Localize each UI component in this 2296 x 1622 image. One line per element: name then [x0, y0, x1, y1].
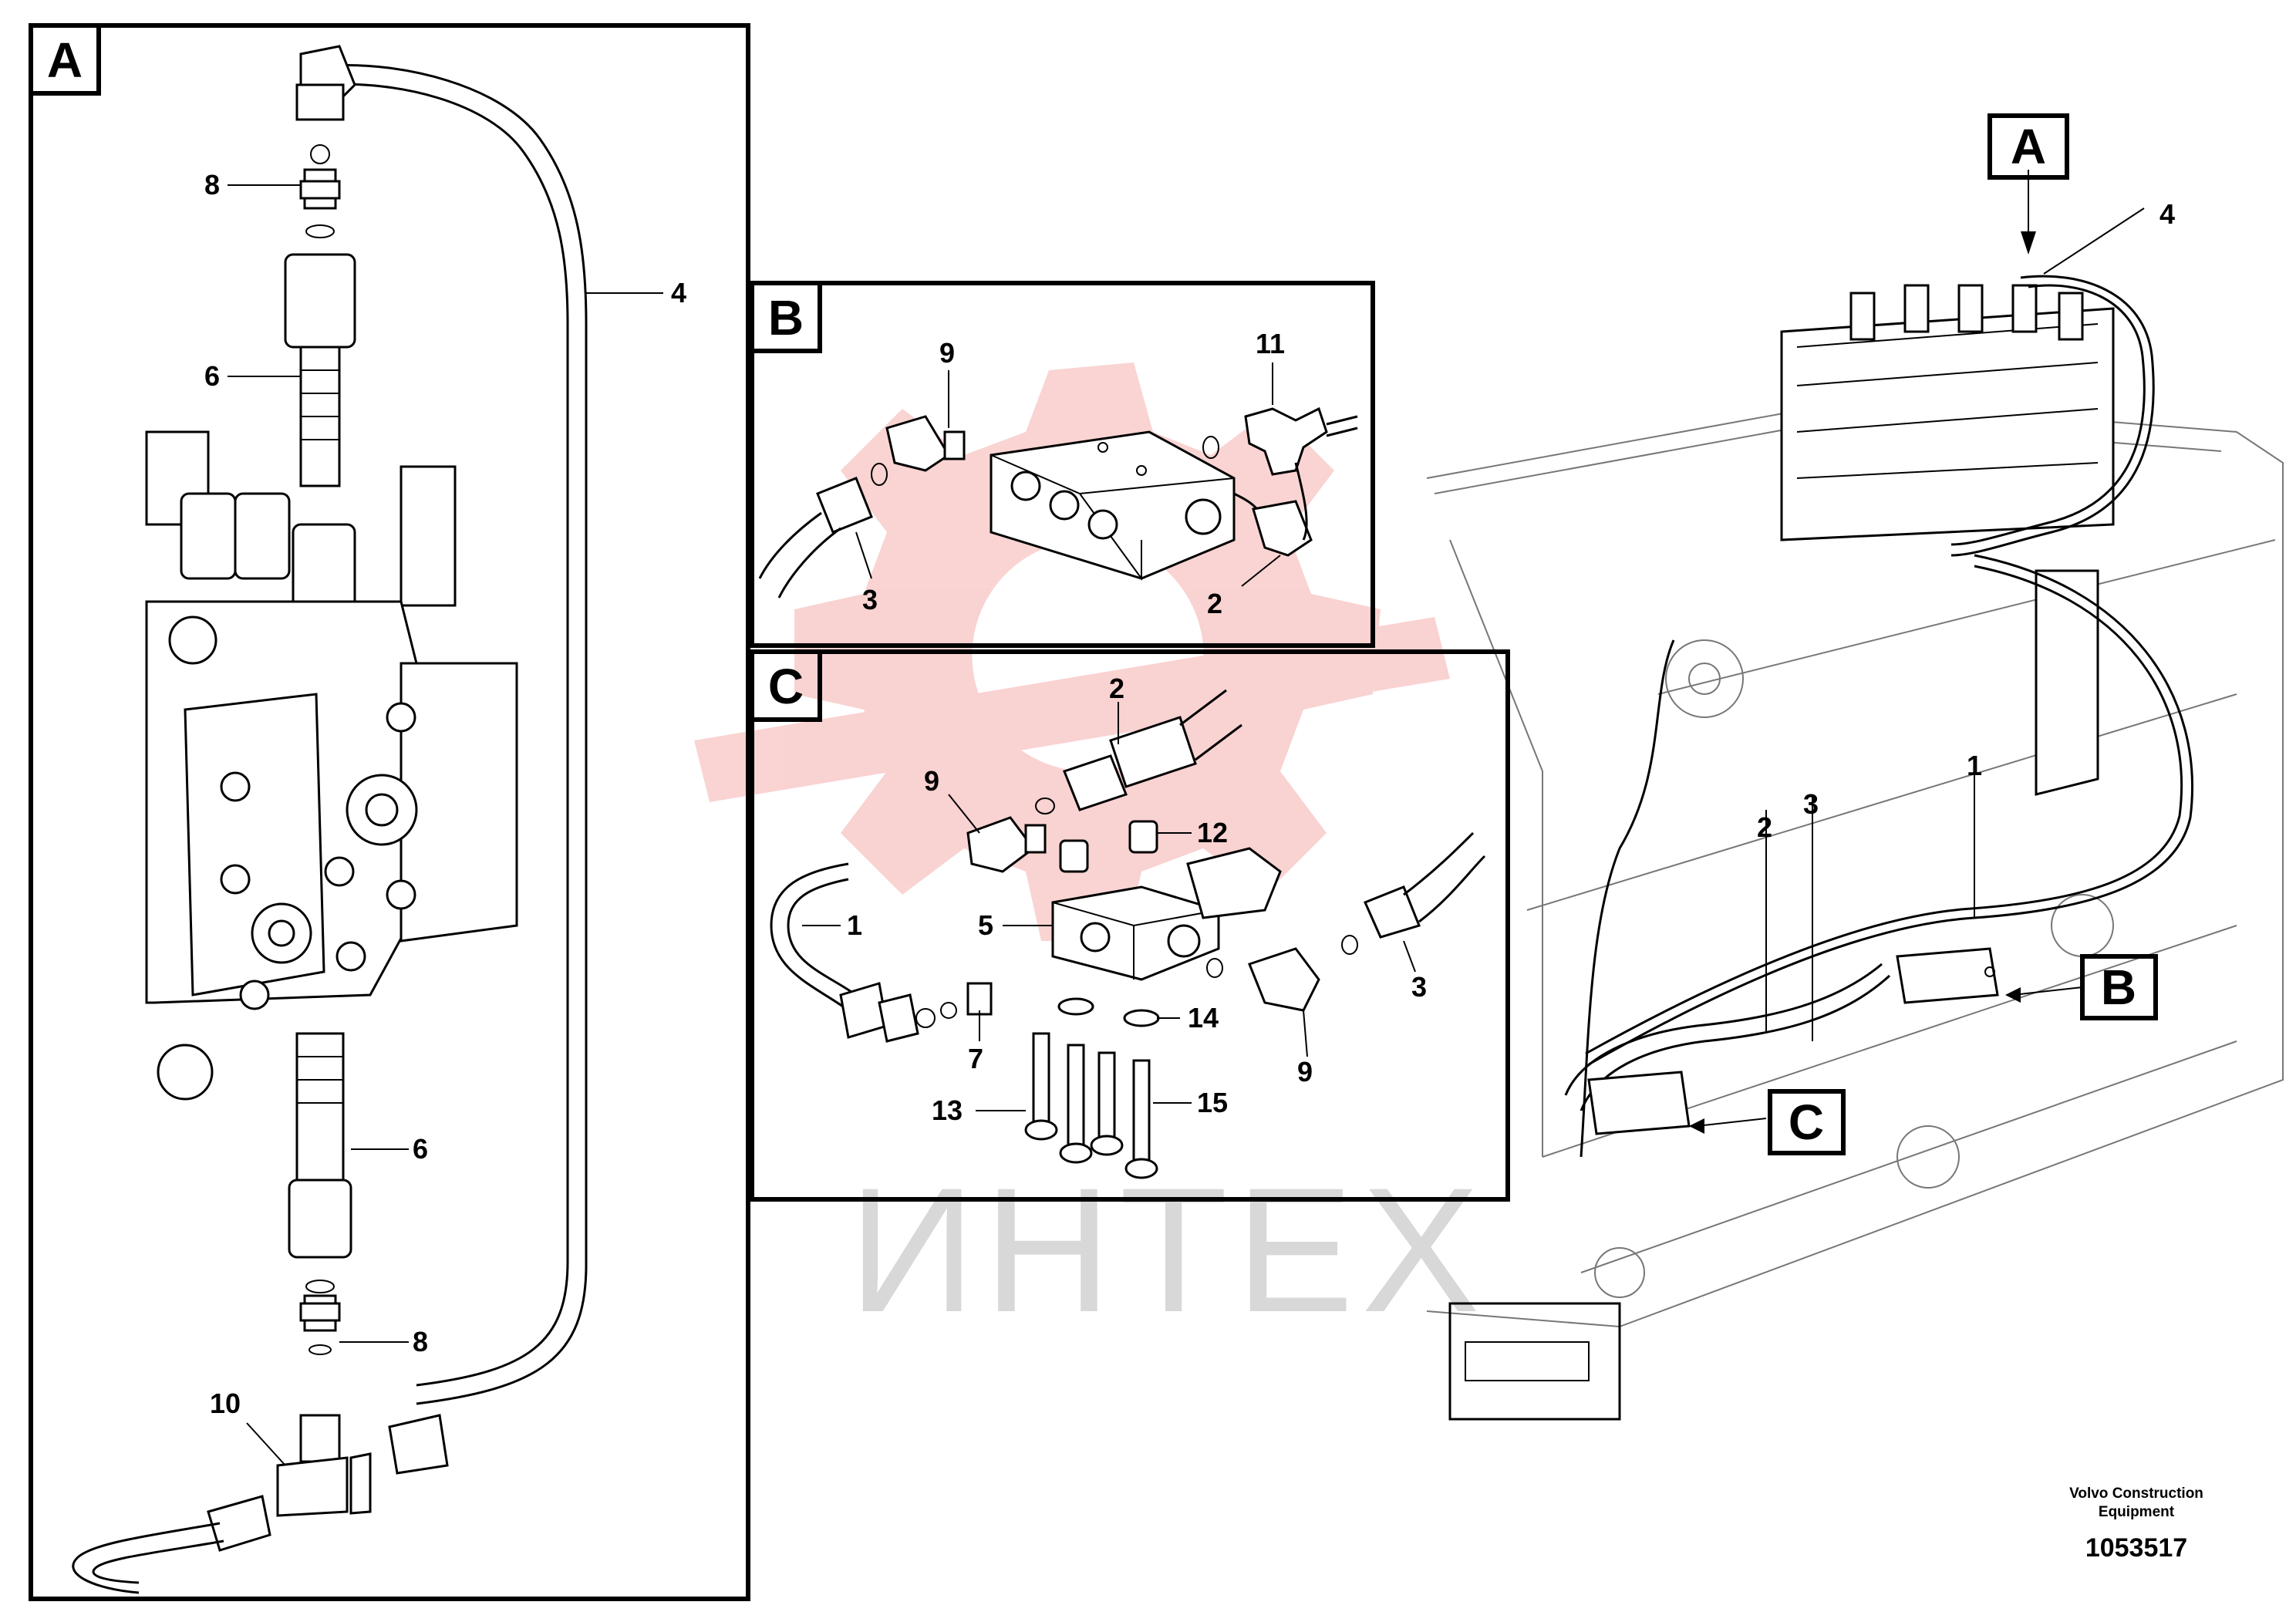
- brand-line-1: Volvo Construction: [2069, 1485, 2203, 1502]
- svg-text:B: B: [768, 290, 804, 346]
- panel-c-callout-5: 5: [978, 909, 993, 941]
- overview-drawing: [1426, 275, 2284, 1421]
- brand-line-2: Equipment: [2099, 1504, 2175, 1520]
- panel-c: C: [750, 649, 1510, 1202]
- overview-hose-1: [1588, 554, 2194, 1066]
- panel-b-manifold-block: [990, 430, 1236, 582]
- panel-c-callout-12: 12: [1197, 817, 1228, 848]
- svg-text:C: C: [768, 659, 804, 714]
- panel-b-callout-2: 2: [1207, 588, 1222, 619]
- panel-c-callout-13: 13: [932, 1094, 963, 1126]
- svg-text:C: C: [1789, 1094, 1824, 1150]
- overview-callout-4: 4: [2159, 198, 2175, 230]
- panel-c-callout-14: 14: [1188, 1002, 1219, 1034]
- watermark-swoosh: [694, 617, 1450, 802]
- panel-c-callout-15: 15: [1197, 1087, 1228, 1118]
- panel-c-callout-7: 7: [968, 1043, 983, 1074]
- panel-c-callout-3: 3: [1411, 971, 1427, 1003]
- panel-c-callout-1: 1: [847, 909, 862, 941]
- overview-hose-4: [1950, 275, 2155, 557]
- panel-b-callout-3: 3: [862, 584, 878, 615]
- panel-a-callout-10: 10: [210, 1388, 241, 1419]
- panel-a-callout-8-top: 8: [204, 169, 220, 201]
- panel-a-callout-8-bottom: 8: [413, 1326, 428, 1357]
- control-valve-block: [1780, 284, 2115, 541]
- panel-b: B 9 11: [750, 281, 1375, 648]
- panel-c-manifold-block: [1051, 885, 1220, 981]
- panel-b-callout-9: 9: [939, 337, 955, 369]
- panel-a-callout-4: 4: [671, 277, 686, 309]
- panel-a-callout-6-bottom: 6: [413, 1133, 428, 1165]
- document-number: 1053517: [2085, 1533, 2187, 1563]
- panel-b-callout-11: 11: [1256, 328, 1285, 359]
- overview-block-c: [1587, 1071, 1691, 1135]
- overview-tag-a: A: [1988, 113, 2069, 180]
- overview-hose-2: [1564, 963, 1883, 1096]
- svg-text:A: A: [2011, 119, 2046, 174]
- overview-block-b: [1896, 947, 1999, 1004]
- panel-a-callout-6-top: 6: [204, 360, 220, 392]
- panel-c-callout-9-bottom: 9: [1297, 1056, 1313, 1088]
- panel-a-hose-4: [331, 63, 588, 1405]
- panel-c-callout-9-top: 9: [924, 765, 939, 797]
- overview-tag-c: C: [1768, 1089, 1846, 1155]
- svg-text:A: A: [47, 32, 83, 88]
- overview-callout-1: 1: [1967, 750, 1982, 781]
- overview-callout-3: 3: [1803, 788, 1819, 820]
- watermark-text: ИНТЕХ: [848, 1151, 1488, 1349]
- overview-callout-2: 2: [1757, 811, 1772, 843]
- panel-a-valve-block: [145, 430, 518, 1101]
- overview-tag-b: B: [2080, 954, 2158, 1020]
- svg-text:B: B: [2101, 959, 2136, 1015]
- brand-block: Volvo Construction Equipment 1053517: [2069, 1485, 2203, 1563]
- panel-c-callout-2: 2: [1109, 673, 1124, 704]
- panel-a: A: [29, 23, 750, 1601]
